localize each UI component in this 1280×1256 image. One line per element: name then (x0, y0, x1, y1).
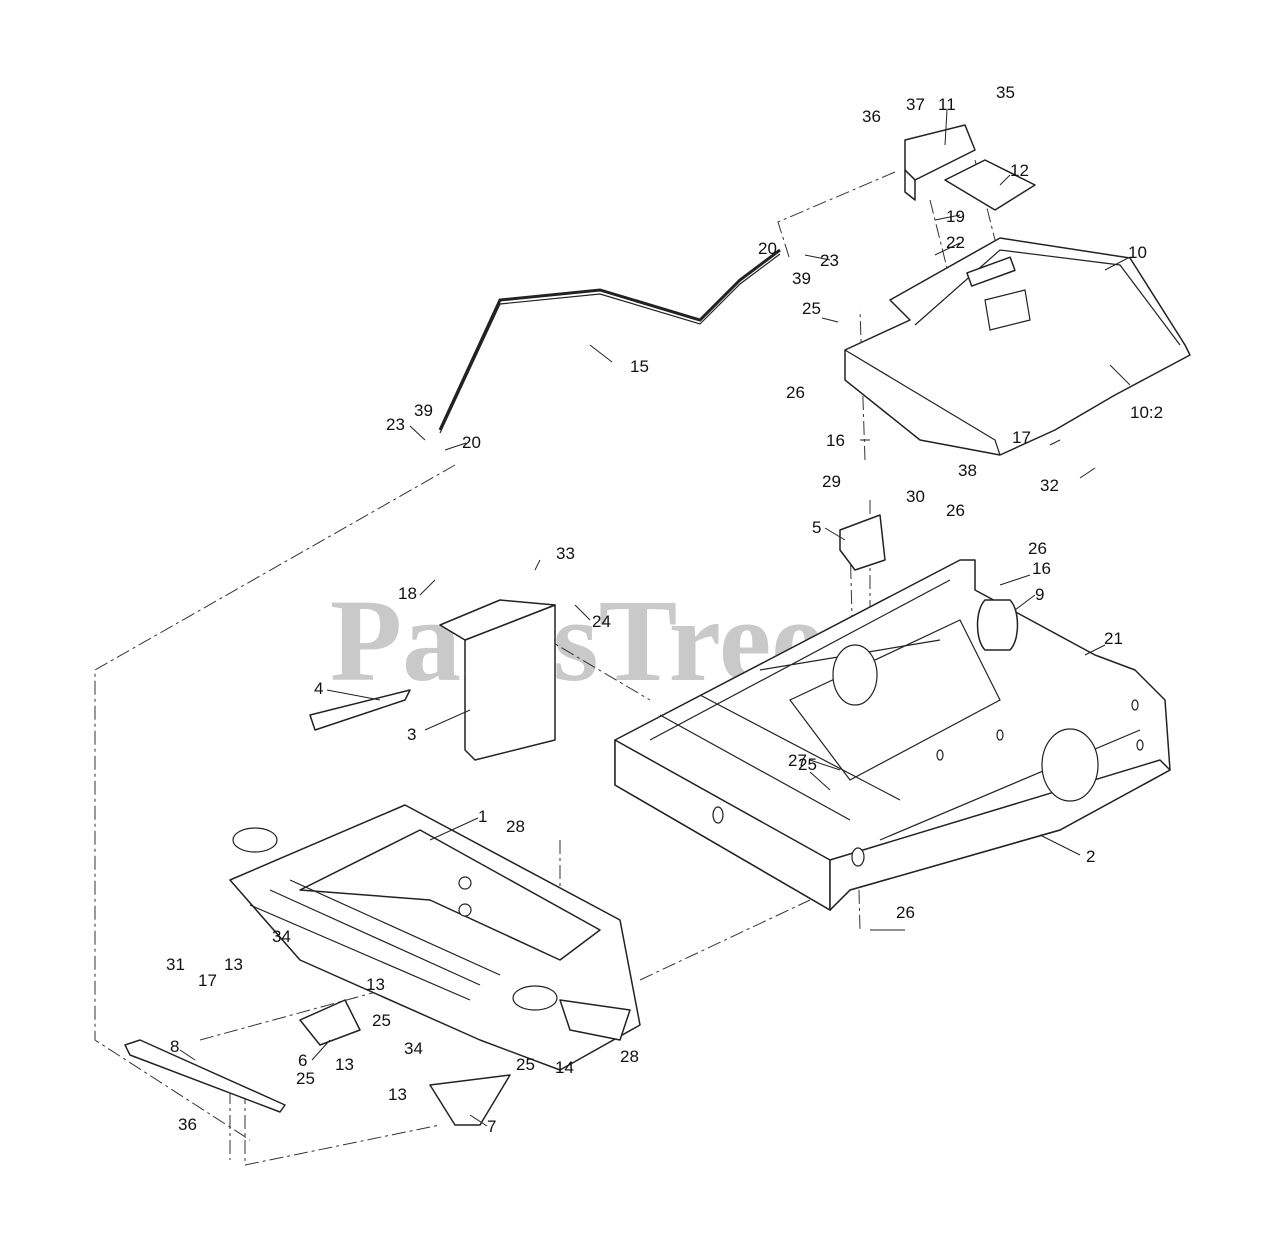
console-part (904, 124, 1036, 211)
callout-35[interactable]: 35 (996, 83, 1015, 102)
callout-25-a[interactable]: 25 (802, 299, 821, 318)
callout-13-b[interactable]: 13 (366, 975, 385, 994)
callout-32[interactable]: 32 (1040, 476, 1059, 495)
callout-7[interactable]: 7 (487, 1117, 496, 1136)
callout-34-a[interactable]: 34 (272, 927, 291, 946)
callout-37[interactable]: 37 (906, 95, 925, 114)
callout-labels: 1 2 3 4 5 6 7 8 9 10 10:2 11 12 13 13 13… (166, 83, 1163, 1136)
callout-21[interactable]: 21 (1104, 629, 1123, 648)
callout-19[interactable]: 19 (946, 207, 965, 226)
callout-23-a[interactable]: 23 (820, 251, 839, 270)
callout-33[interactable]: 33 (556, 544, 575, 563)
callout-4[interactable]: 4 (314, 679, 323, 698)
callout-26-c[interactable]: 26 (1028, 539, 1047, 558)
callout-6[interactable]: 6 (298, 1051, 307, 1070)
callout-13-a[interactable]: 13 (224, 955, 243, 974)
callout-3[interactable]: 3 (407, 725, 416, 744)
callout-8[interactable]: 8 (170, 1037, 179, 1056)
lower-frame-part (229, 804, 641, 1071)
main-frame-part (614, 559, 1171, 911)
callout-39-b[interactable]: 39 (414, 401, 433, 420)
callout-28-b[interactable]: 28 (620, 1047, 639, 1066)
callout-13-c[interactable]: 13 (335, 1055, 354, 1074)
callout-36-a[interactable]: 36 (862, 107, 881, 126)
callout-14[interactable]: 14 (555, 1058, 574, 1077)
cover-part (309, 599, 556, 761)
callout-23-b[interactable]: 23 (386, 415, 405, 434)
callout-leaders (179, 109, 1131, 1127)
cable-part (438, 248, 781, 434)
callout-29[interactable]: 29 (822, 472, 841, 491)
callout-10-2[interactable]: 10:2 (1130, 403, 1163, 422)
callout-16-a[interactable]: 16 (826, 431, 845, 450)
callout-10[interactable]: 10 (1128, 243, 1147, 262)
callout-13-d[interactable]: 13 (388, 1085, 407, 1104)
bracket-part (124, 514, 1019, 1126)
callout-31[interactable]: 31 (166, 955, 185, 974)
deck-plate-part (844, 237, 1191, 456)
callout-18[interactable]: 18 (398, 584, 417, 603)
callout-25-b[interactable]: 25 (798, 755, 817, 774)
callout-16-b[interactable]: 16 (1032, 559, 1051, 578)
callout-9[interactable]: 9 (1035, 585, 1044, 604)
callout-34-b[interactable]: 34 (404, 1039, 423, 1058)
callout-15[interactable]: 15 (630, 357, 649, 376)
callout-28-a[interactable]: 28 (506, 817, 525, 836)
callout-20-b[interactable]: 20 (462, 433, 481, 452)
callout-30[interactable]: 30 (906, 487, 925, 506)
callout-22[interactable]: 22 (946, 233, 965, 252)
callout-26-d[interactable]: 26 (896, 903, 915, 922)
callout-24[interactable]: 24 (592, 612, 611, 631)
callout-27[interactable]: 27 (788, 751, 807, 770)
callout-39-a[interactable]: 39 (792, 269, 811, 288)
callout-20-a[interactable]: 20 (758, 239, 777, 258)
callout-2[interactable]: 2 (1086, 847, 1095, 866)
callout-5[interactable]: 5 (812, 518, 821, 537)
callout-17-a[interactable]: 17 (1012, 428, 1031, 447)
callout-11[interactable]: 11 (938, 95, 956, 114)
callout-38[interactable]: 38 (958, 461, 977, 480)
callout-12[interactable]: 12 (1010, 161, 1029, 180)
callout-25-c[interactable]: 25 (372, 1011, 391, 1030)
callout-26-b[interactable]: 26 (946, 501, 965, 520)
callout-25-d[interactable]: 25 (296, 1069, 315, 1088)
callout-17-b[interactable]: 17 (198, 971, 217, 990)
callout-1[interactable]: 1 (478, 807, 487, 826)
callout-26-a[interactable]: 26 (786, 383, 805, 402)
callout-25-e[interactable]: 25 (516, 1055, 535, 1074)
callout-36-b[interactable]: 36 (178, 1115, 197, 1134)
